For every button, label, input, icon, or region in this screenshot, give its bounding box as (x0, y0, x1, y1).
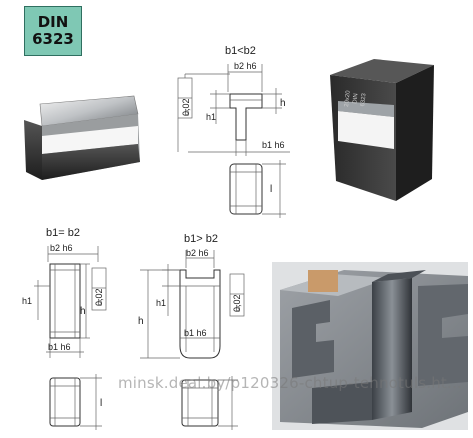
dim-b2-h6-right: b2 h6 (186, 248, 209, 258)
drawing-key-b1-gt-b2: b1> b2 b2 h6 0,02 ⏥ h1 h b1 h6 (138, 233, 245, 430)
flatness-value-right: 0,02 (232, 294, 242, 312)
dim-b1-h6-right: b1 h6 (184, 328, 207, 338)
dim-h1-right: h1 (156, 298, 166, 308)
flatness-value-top: 0,02 (181, 98, 191, 116)
dim-b2-h6-left: b2 h6 (50, 243, 73, 253)
engraving-size: 20x20 (344, 90, 352, 108)
photo-key-block-flat (24, 95, 140, 180)
engraving-din: DIN (352, 93, 359, 104)
watermark-text: minsk.deal.by/p120326-chtup-tehnotuls.ht… (118, 374, 462, 392)
photo-key-block-dark: 20x20 DIN 6323 (330, 59, 434, 201)
drawing-key-b1-lt-b2: b1<b2 b2 h6 0,02 ⏥ h h1 b1 h6 l (177, 45, 290, 218)
dim-h1-top: h1 (206, 112, 216, 122)
badge-din-label: DIN (37, 13, 69, 31)
engraving-number: 6323 (360, 92, 367, 107)
condition-b1-gt-b2: b1> b2 (184, 233, 218, 245)
condition-b1-eq-b2: b1= b2 (46, 227, 80, 239)
flatness-symbol-top: ⏥ (181, 109, 191, 116)
flatness-symbol-right: ⏥ (232, 305, 242, 312)
condition-b1-lt-b2: b1<b2 (225, 45, 256, 57)
dim-b2-h6-top: b2 h6 (234, 61, 257, 71)
drawing-key-b1-eq-b2: b1= b2 b2 h6 0,02 ⏥ h1 h b1 h6 l (22, 227, 107, 430)
badge-number-label: 6323 (32, 30, 74, 48)
dim-h1-left: h1 (22, 296, 32, 306)
dim-l-left: l (100, 398, 102, 409)
dim-l-top: l (270, 184, 272, 195)
dim-h-left: h (80, 306, 86, 317)
dim-h-right: h (138, 316, 144, 327)
dim-h-top: h (280, 98, 286, 109)
dim-b1-h6-top: b1 h6 (262, 140, 285, 150)
dim-b1-h6-left: b1 h6 (48, 342, 71, 352)
flatness-symbol-left: ⏥ (94, 299, 104, 306)
photo-key-in-t-slot (272, 262, 468, 430)
flatness-value-left: 0,02 (94, 288, 104, 306)
din-badge: DIN 6323 (24, 6, 82, 56)
